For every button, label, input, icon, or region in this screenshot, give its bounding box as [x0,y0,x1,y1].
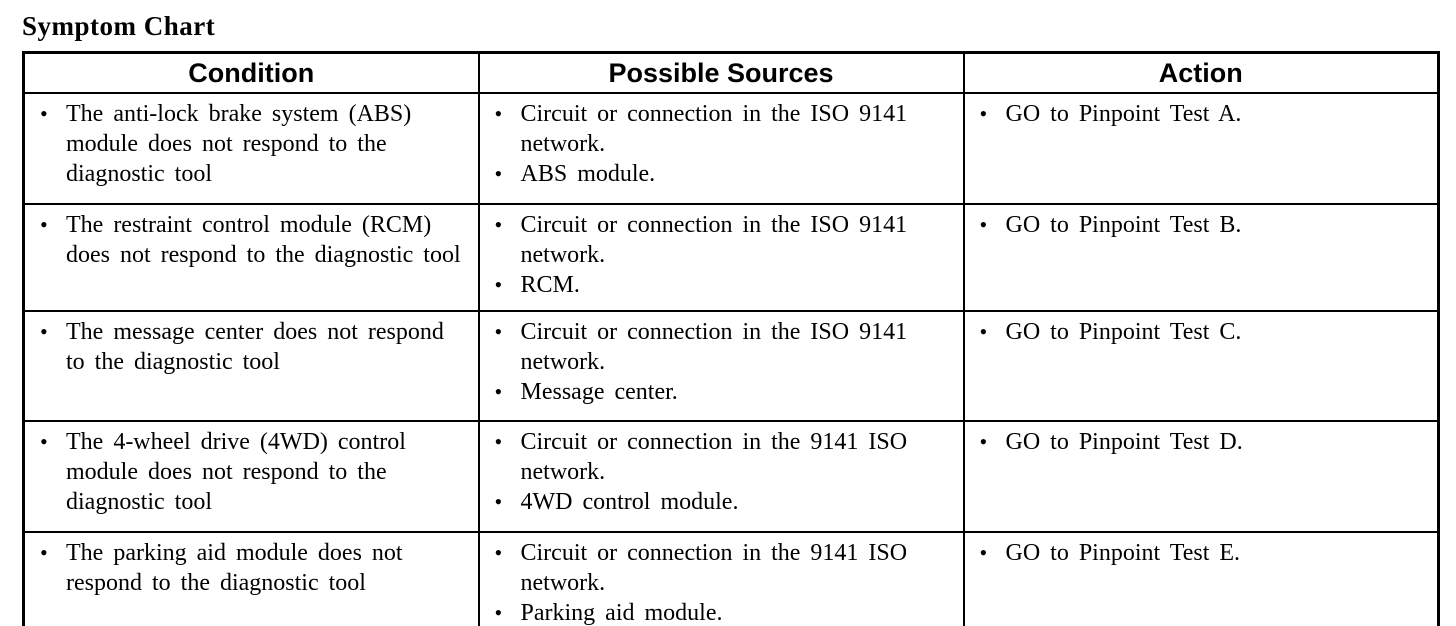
table-row: • The message center does not respond to… [22,310,1440,422]
condition-cell: • The anti-lock brake system (ABS) modul… [22,92,480,205]
bullet-icon: • [979,540,988,565]
table-row: • The anti-lock brake system (ABS) modul… [22,92,1440,205]
bullet-icon: • [979,319,988,344]
header-cell-action: Action [962,51,1440,94]
bullet-icon: • [494,319,503,344]
condition-text: The restraint control module (RCM) does … [66,212,461,268]
bullet-icon: • [494,600,503,625]
sources-cell: • Circuit or connection in the ISO 9141 … [477,203,965,312]
action-cell: • GO to Pinpoint Test E. [962,531,1440,626]
condition-text: The anti-lock brake system (ABS) module … [66,101,412,187]
source-text: ABS module. [520,161,656,187]
action-text: GO to Pinpoint Test B. [1005,212,1242,238]
sources-cell: • Circuit or connection in the ISO 9141 … [477,92,965,205]
action-text: GO to Pinpoint Test E. [1005,540,1241,566]
list-item: • GO to Pinpoint Test B. [965,210,1430,240]
action-cell: • GO to Pinpoint Test B. [962,203,1440,312]
action-cell: • GO to Pinpoint Test D. [962,420,1440,533]
list-item: • GO to Pinpoint Test C. [965,317,1430,347]
sources-cell: • Circuit or connection in the 9141 ISO … [477,420,965,533]
list-item: • The parking aid module does not respon… [25,538,470,598]
condition-cell: • The message center does not respond to… [22,310,480,422]
bullet-icon: • [494,489,503,514]
condition-cell: • The 4-wheel drive (4WD) control module… [22,420,480,533]
table-row: • The 4-wheel drive (4WD) control module… [22,420,1440,533]
bullet-icon: • [40,540,48,565]
source-text: Parking aid module. [520,600,723,626]
header-row: Condition Possible Sources Action [22,51,1440,94]
table-row: • The parking aid module does not respon… [22,531,1440,626]
list-item: • Message center. [480,377,955,407]
source-text: Circuit or connection in the 9141 ISO ne… [520,540,908,596]
list-item: • The restraint control module (RCM) doe… [25,210,470,270]
source-text: Circuit or connection in the 9141 ISO ne… [520,429,908,485]
header-cell-condition: Condition [22,51,480,94]
bullet-icon: • [40,101,48,126]
action-text: GO to Pinpoint Test C. [1005,319,1242,345]
source-text: Circuit or connection in the ISO 9141 ne… [520,319,908,375]
condition-text: The 4-wheel drive (4WD) control module d… [66,429,406,515]
list-item: • Circuit or connection in the 9141 ISO … [480,538,955,598]
list-item: • The anti-lock brake system (ABS) modul… [25,99,470,189]
list-item: • Circuit or connection in the ISO 9141 … [480,99,955,159]
source-text: Circuit or connection in the ISO 9141 ne… [520,212,908,268]
sources-cell: • Circuit or connection in the ISO 9141 … [477,310,965,422]
bullet-icon: • [40,429,48,454]
list-item: • Circuit or connection in the ISO 9141 … [480,317,955,377]
bullet-icon: • [494,212,503,237]
action-cell: • GO to Pinpoint Test C. [962,310,1440,422]
list-item: • GO to Pinpoint Test D. [965,427,1430,457]
header-cell-possible-sources: Possible Sources [477,51,965,94]
condition-cell: • The parking aid module does not respon… [22,531,480,626]
source-text: Circuit or connection in the ISO 9141 ne… [520,101,908,157]
bullet-icon: • [979,101,988,126]
action-text: GO to Pinpoint Test D. [1005,429,1243,455]
list-item: • The 4-wheel drive (4WD) control module… [25,427,470,517]
page-title: Symptom Chart [22,11,216,41]
bullet-icon: • [494,540,503,565]
source-text: 4WD control module. [520,489,739,515]
bullet-icon: • [494,161,503,186]
source-text: Message center. [520,379,678,405]
bullet-icon: • [494,379,503,404]
condition-text: The message center does not respond to t… [66,319,444,375]
bullet-icon: • [494,429,503,454]
action-text: GO to Pinpoint Test A. [1005,101,1242,127]
list-item: • Circuit or connection in the ISO 9141 … [480,210,955,270]
list-item: • 4WD control module. [480,487,955,517]
bullet-icon: • [40,319,48,344]
list-item: • Circuit or connection in the 9141 ISO … [480,427,955,487]
bullet-icon: • [979,429,988,454]
condition-text: The parking aid module does not respond … [66,540,403,596]
list-item: • RCM. [480,270,955,300]
list-item: • GO to Pinpoint Test A. [965,99,1430,129]
bullet-icon: • [979,212,988,237]
list-item: • GO to Pinpoint Test E. [965,538,1430,568]
list-item: • The message center does not respond to… [25,317,470,377]
bullet-icon: • [40,212,48,237]
sources-cell: • Circuit or connection in the 9141 ISO … [477,531,965,626]
list-item: • Parking aid module. [480,598,955,626]
list-item: • ABS module. [480,159,955,189]
symptom-chart-table: Condition Possible Sources Action • The … [22,51,1440,626]
table-row: • The restraint control module (RCM) doe… [22,203,1440,312]
bullet-icon: • [494,101,503,126]
source-text: RCM. [520,272,580,298]
bullet-icon: • [494,272,503,297]
condition-cell: • The restraint control module (RCM) doe… [22,203,480,312]
action-cell: • GO to Pinpoint Test A. [962,92,1440,205]
